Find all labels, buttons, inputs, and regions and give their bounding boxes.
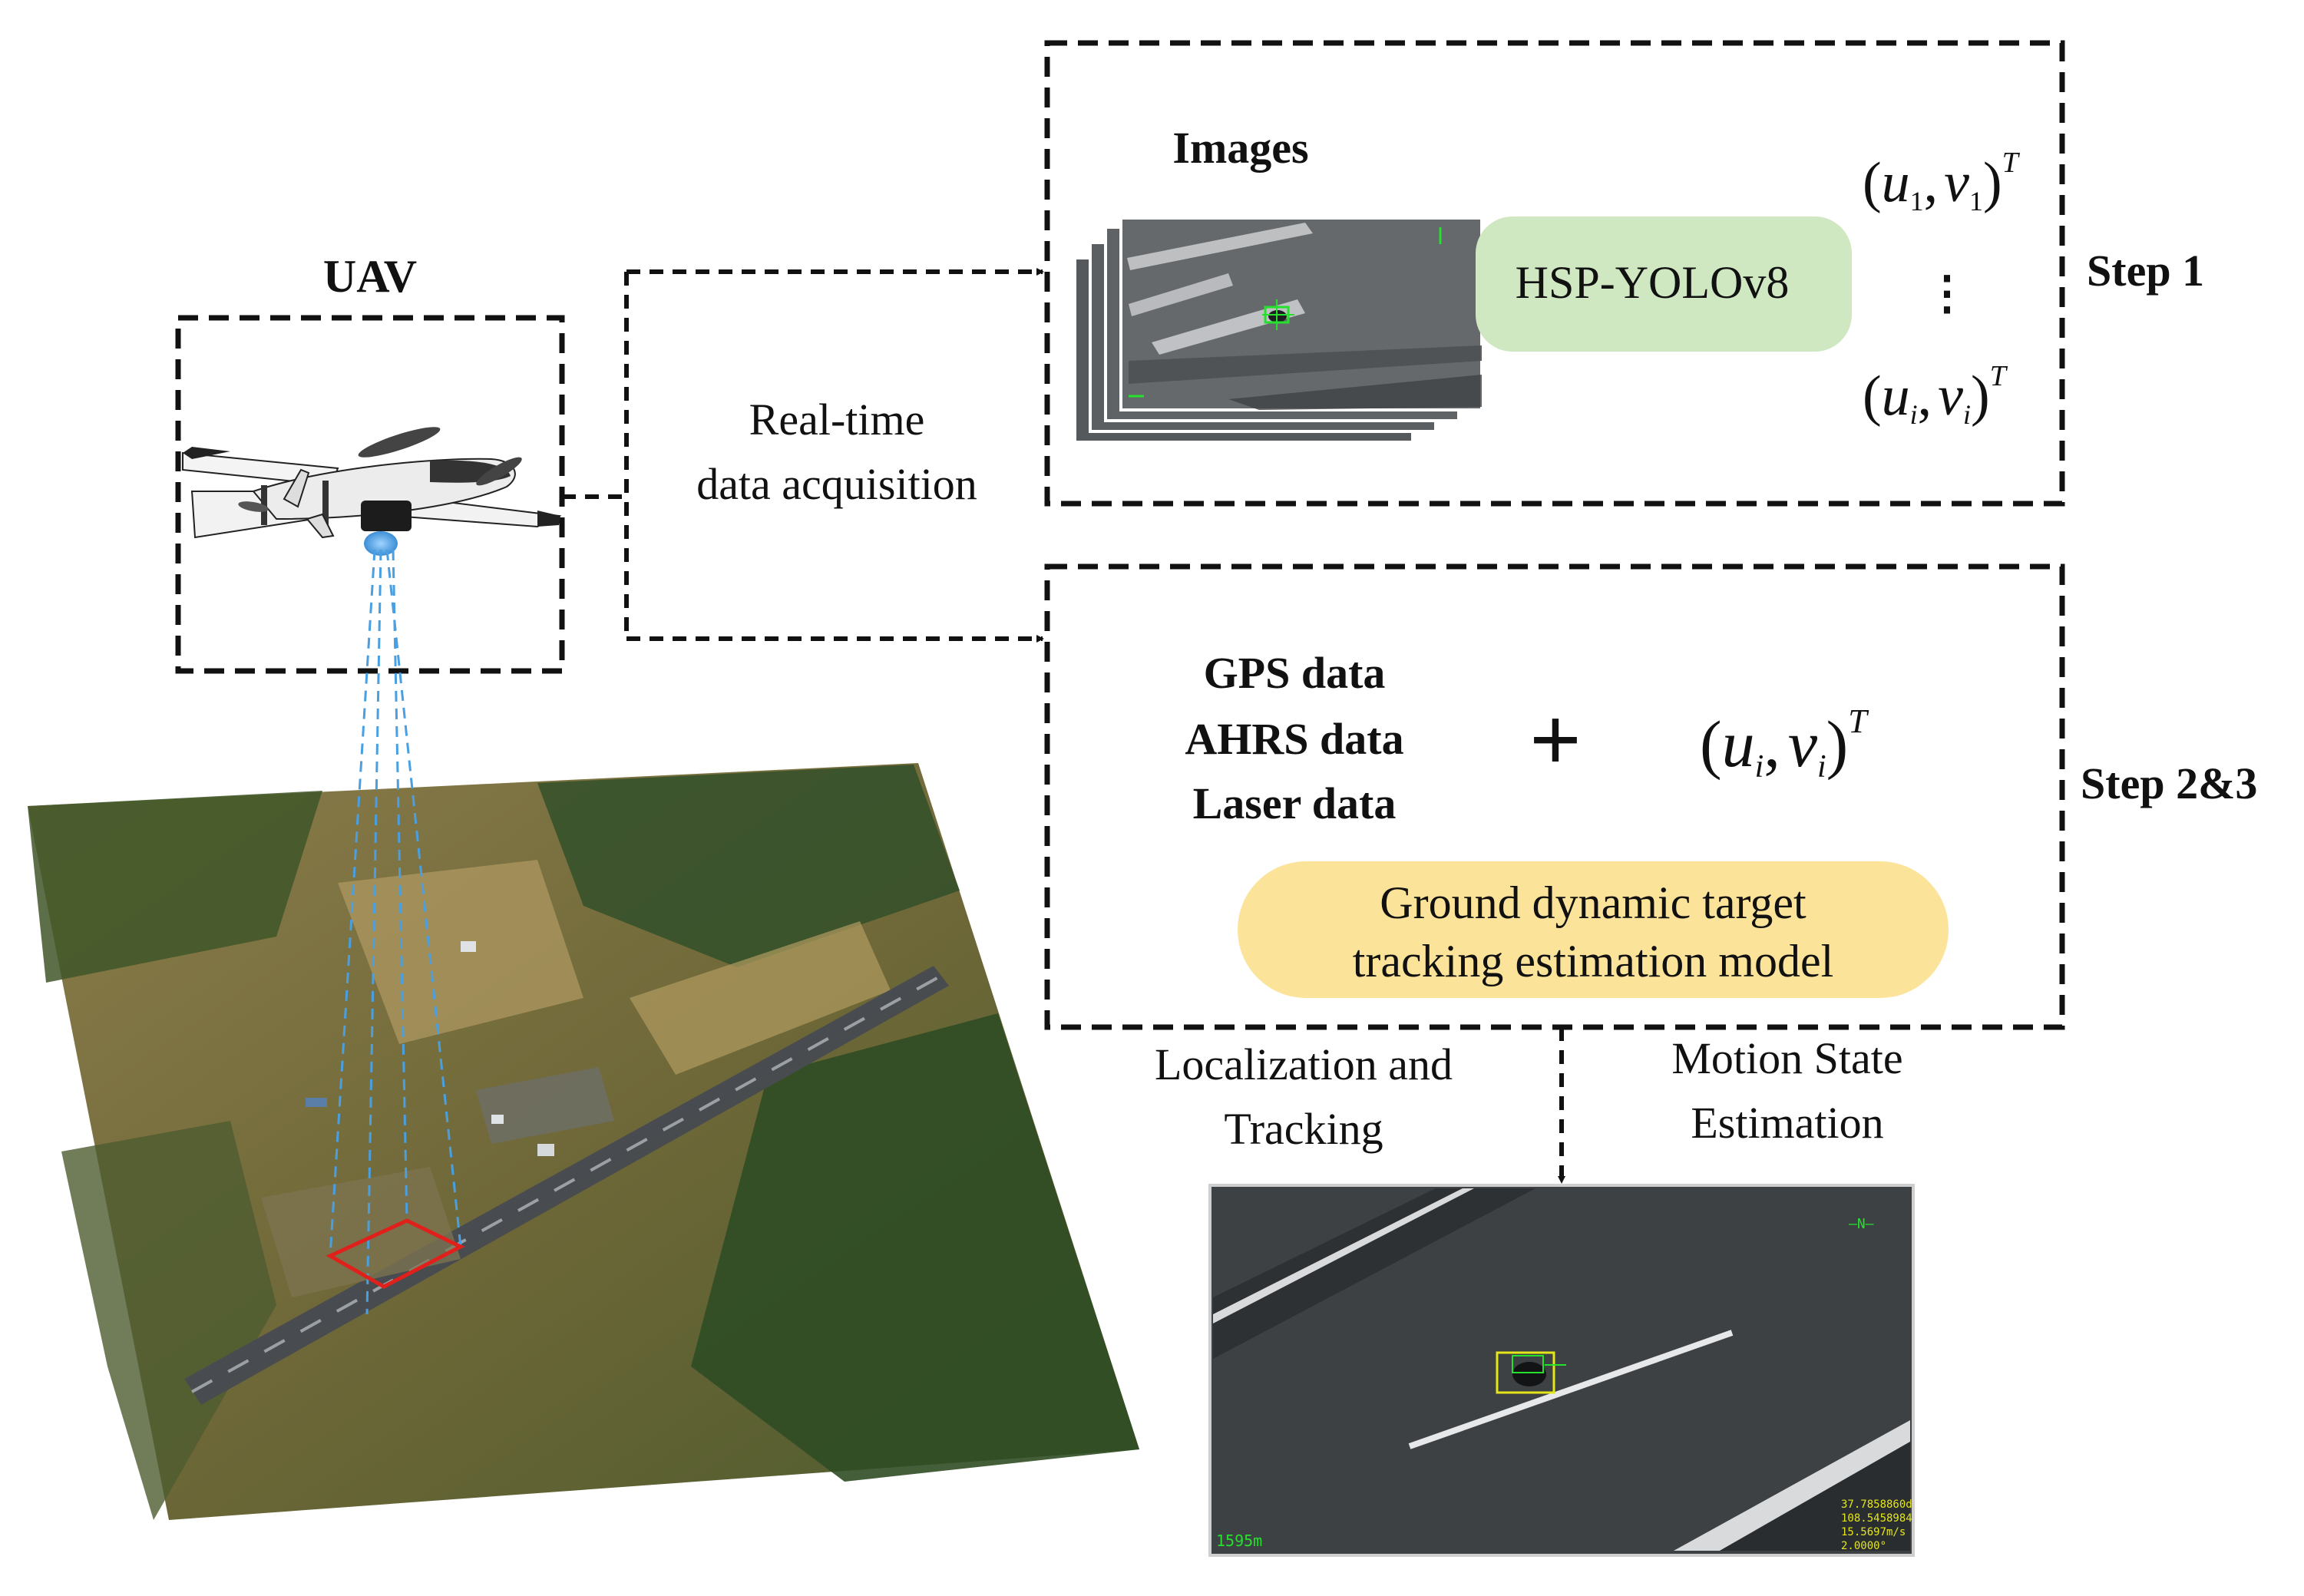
camera-field-of-view-rays <box>329 549 462 1315</box>
scale-readout: 1595m <box>1216 1532 1262 1550</box>
step1-dashed-box <box>1044 40 2065 507</box>
tracking-result-image: —N— 1595m 37.7858860d 108.5458984 15.569… <box>1208 1184 1915 1557</box>
detection-box <box>1496 1351 1555 1394</box>
fixed-wing-vtol-drone-icon <box>182 427 562 556</box>
step23-label: Step 2&3 <box>2081 758 2257 808</box>
telemetry-line3: 15.5697m/s <box>1841 1526 1906 1538</box>
estimation-model-box <box>1238 861 1949 998</box>
model-line1: Ground dynamic target <box>1380 877 1807 928</box>
aerial-ground-map <box>28 763 1139 1520</box>
localization-label-line2: Tracking <box>1224 1104 1383 1154</box>
compass-readout: —N— <box>1849 1216 1874 1232</box>
step23-dashed-box <box>1044 563 2065 1030</box>
telemetry-line2: 108.5458984 <box>1841 1512 1912 1525</box>
uav-label: UAV <box>323 251 417 302</box>
ahrs-data-label: AHRS data <box>1185 714 1403 764</box>
coord-last-label: (ui,vi)T <box>1863 360 2008 430</box>
coord-current-label: (ui,vi)T <box>1700 702 1869 785</box>
tracked-vehicle-icon <box>1512 1362 1546 1386</box>
hsp-yolov8-label: HSP-YOLOv8 <box>1516 257 1790 308</box>
gps-data-label: GPS data <box>1204 648 1386 698</box>
image-frame-stack <box>1073 216 1483 444</box>
realtime-label: Real-time <box>749 395 925 444</box>
images-label: Images <box>1172 123 1308 173</box>
motion-state-label-line1: Motion State <box>1671 1033 1902 1083</box>
step1-label: Step 1 <box>2087 246 2204 296</box>
laser-data-label: Laser data <box>1193 778 1397 828</box>
model-line2: tracking estimation model <box>1353 936 1834 986</box>
hsp-yolov8-box <box>1476 216 1852 352</box>
data-acquisition-label: data acquisition <box>696 459 977 509</box>
plus-sign: + <box>1529 689 1582 791</box>
telemetry-line4: 2.0000° <box>1841 1540 1886 1552</box>
camera-footprint-marker <box>326 1218 465 1289</box>
motion-state-label-line2: Estimation <box>1691 1098 1883 1148</box>
coord-first-label: (u1,v1)T <box>1863 147 2021 216</box>
localization-label-line1: Localization and <box>1155 1039 1453 1089</box>
telemetry-line1: 37.7858860d <box>1841 1499 1912 1511</box>
vertical-ellipsis: ⋮ <box>1924 268 1970 319</box>
